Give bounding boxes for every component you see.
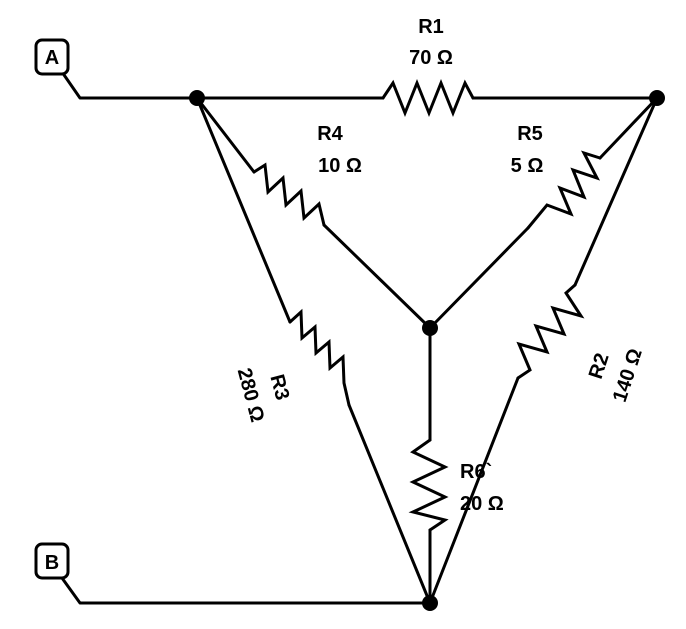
terminal-a-lead [60,70,199,100]
r2-value-label: 140 Ω [609,346,647,405]
terminal-a-label: A [45,47,59,69]
node-right [649,90,665,106]
terminal-a: A [34,38,199,100]
r1-name-label: R1 [418,16,444,38]
r5-value-label: 5 Ω [511,155,544,177]
terminal-a-box [34,38,70,76]
node-center [422,320,438,336]
r4-lead-bottom [322,223,432,330]
r4-value-label: 10 Ω [318,155,362,177]
node-bottom [422,595,438,611]
r6-value-label: 20 Ω [460,493,504,515]
r6-zigzag [408,438,449,532]
terminal-b-label: B [45,552,59,574]
r3-label-group: R3 280 Ω [233,366,294,425]
terminal-b-lead [60,576,432,605]
r2-lead-bottom [428,376,520,605]
r5-lead-bottom [428,226,530,330]
r4-lead-top [195,96,256,174]
resistor-r4 [195,96,432,330]
r2-label-group: R2 140 Ω [585,346,647,405]
r3-name-label: R3 [265,372,293,402]
r5-lead-top [598,96,659,160]
r3-lead-bottom [347,403,432,605]
resistor-r6 [408,326,449,605]
r1-value-label: 70 Ω [409,47,453,69]
r5-name-label: R5 [517,123,543,145]
r6-name-label: R6` [460,461,492,483]
node-left [189,90,205,106]
terminal-b-box [34,542,70,580]
resistor-r3 [195,96,432,605]
resistor-r1 [195,78,659,118]
r1-zigzag [381,78,475,118]
resistor-r5 [428,96,659,330]
r4-zigzag [252,162,326,227]
resistor-r2 [428,96,659,605]
r3-zigzag [288,308,351,407]
terminal-b: B [34,542,432,605]
r2-zigzag [516,283,585,380]
r5-zigzag [526,150,602,230]
r4-name-label: R4 [317,123,343,145]
r2-lead-top [573,96,659,287]
r3-value-label: 280 Ω [233,366,268,425]
r2-name-label: R2 [585,351,614,382]
r3-lead-top [195,96,292,324]
